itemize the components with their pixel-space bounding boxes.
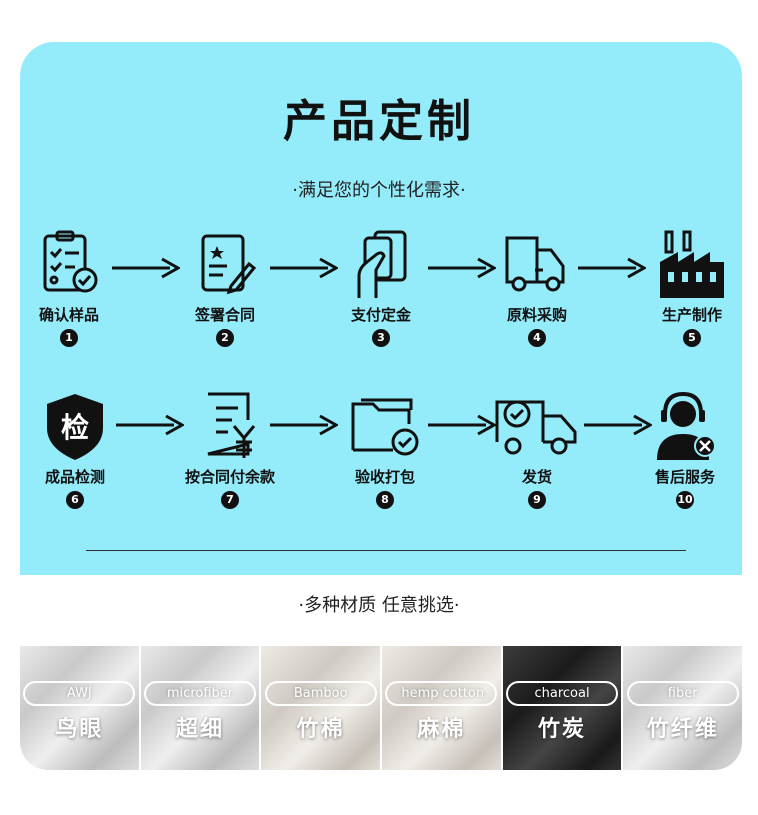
step-number-badge: 9 [528, 491, 546, 509]
material-en-label: fiber [626, 681, 739, 706]
step-number-badge: 10 [676, 491, 694, 509]
step-number-badge: 4 [528, 329, 546, 347]
step-label: 签署合同 [194, 306, 255, 324]
step-label: 成品检测 [44, 468, 105, 486]
arrow-right-icon [270, 257, 338, 279]
process-panel [20, 42, 742, 575]
step-number-badge: 2 [216, 329, 234, 347]
step-production: 生产制作 5 [637, 228, 747, 347]
material-swatch-microfiber: microfiber 超细 [140, 646, 262, 770]
checklist-clipboard-icon [43, 230, 98, 293]
arrow-right-icon [584, 414, 652, 436]
step-label: 支付定金 [350, 306, 411, 324]
step-after-sales: 售后服务 10 [630, 390, 740, 509]
material-swatch-bamboo: Bamboo 竹棉 [261, 646, 383, 770]
shipping-truck-check-icon [495, 400, 577, 455]
material-cn-label: 鸟眼 [55, 717, 104, 742]
section-divider [86, 550, 686, 551]
step-pay-balance: 按合同付余款 7 [175, 390, 285, 509]
step-label: 售后服务 [654, 468, 715, 486]
step-number-badge: 3 [372, 329, 390, 347]
step-label: 发货 [521, 468, 552, 486]
step-ship: 发货 9 [482, 390, 592, 509]
arrow-right-icon [116, 414, 184, 436]
folder-check-icon [351, 398, 419, 456]
step-pay-deposit: 支付定金 3 [326, 228, 436, 347]
delivery-truck-icon [505, 236, 565, 292]
inspection-shield-icon: 检 [47, 394, 103, 460]
step-label: 确认样品 [38, 306, 99, 324]
step-label: 原料采购 [506, 306, 567, 324]
factory-icon [660, 230, 724, 298]
step-purchase-materials: 原料采购 4 [482, 228, 592, 347]
step-number-badge: 5 [683, 329, 701, 347]
step-number-badge: 7 [221, 491, 239, 509]
material-en-label: microfiber [144, 681, 256, 706]
contract-sign-icon [201, 234, 257, 295]
material-en-label: AWJ [23, 681, 136, 706]
material-en-label: Bamboo [264, 681, 377, 706]
step-number-badge: 1 [60, 329, 78, 347]
inspection-badge-text: 检 [61, 411, 89, 444]
step-label: 生产制作 [661, 306, 722, 324]
arrow-right-icon [112, 257, 180, 279]
material-cn-label: 竹棉 [296, 717, 345, 742]
step-label: 验收打包 [354, 468, 415, 486]
material-cn-label: 竹炭 [538, 717, 587, 742]
materials-strip: AWJ 鸟眼 microfiber 超细 Bamboo 竹棉 hemp cott… [20, 646, 742, 770]
material-swatch-awj: AWJ 鸟眼 [20, 646, 141, 770]
step-number-badge: 6 [66, 491, 84, 509]
step-inspection: 检 成品检测 6 [20, 390, 130, 509]
arrow-right-icon [428, 257, 496, 279]
step-label: 按合同付余款 [184, 468, 275, 486]
material-swatch-hemp-cotton: hemp cotton 麻棉 [382, 646, 503, 770]
customer-service-headset-icon [657, 391, 716, 460]
material-cn-label: 超细 [176, 717, 225, 742]
material-cn-label: 竹纤维 [646, 717, 719, 742]
arrow-right-icon [270, 414, 338, 436]
page-title: 产品定制 [283, 96, 475, 147]
material-swatch-charcoal: charcoal 竹炭 [502, 646, 624, 770]
material-en-label: charcoal [506, 681, 619, 706]
step-sign-contract: 签署合同 2 [170, 228, 280, 347]
step-number-badge: 8 [376, 491, 394, 509]
material-cn-label: 麻棉 [417, 717, 466, 742]
materials-title: ·多种材质 任意挑选· [298, 595, 460, 616]
step-confirm-sample: 确认样品 1 [14, 228, 124, 347]
invoice-yuan-icon [207, 392, 256, 458]
arrow-right-icon [428, 414, 496, 436]
material-en-label: hemp cotton [385, 681, 498, 706]
arrow-right-icon [578, 257, 646, 279]
step-accept-pack: 验收打包 8 [330, 390, 440, 509]
page-subtitle: ·满足您的个性化需求· [292, 180, 466, 201]
card-payment-icon [357, 230, 407, 298]
material-swatch-fiber: fiber 竹纤维 [623, 646, 742, 770]
